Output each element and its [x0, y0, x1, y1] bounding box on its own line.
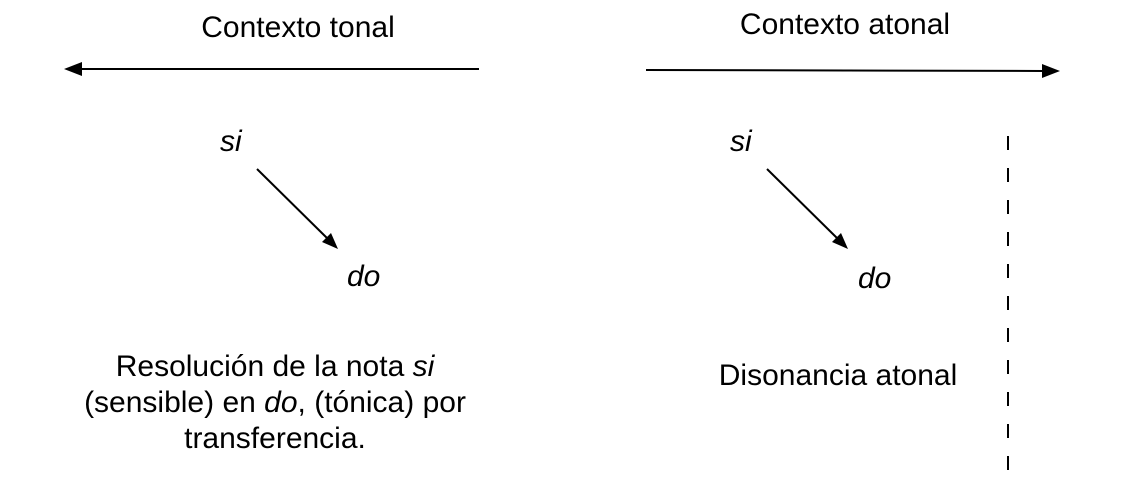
tonal-caption-line3: transferencia.: [184, 422, 366, 455]
tonal-caption-line2: (sensible) en do, (tónica) por: [84, 386, 466, 419]
atonal-note-do: do: [858, 262, 892, 295]
atonal-context-title: Contexto atonal: [739, 8, 951, 41]
tonal-note-si: si: [220, 125, 242, 158]
arrow-atonal-direction: [645, 64, 1060, 78]
tonal-context-title: Contexto tonal: [201, 11, 395, 44]
tonal-caption: Resolución de la nota si (sensible) en d…: [84, 349, 466, 457]
atonal-caption: Disonancia atonal: [718, 359, 958, 392]
arrow-tonal-resolution: [256, 168, 338, 249]
arrow-tonal-direction: [64, 62, 479, 76]
tonal-caption-line1: Resolución de la nota si: [115, 350, 435, 383]
atonal-note-si: si: [730, 125, 752, 158]
tonal-note-do: do: [347, 260, 381, 293]
arrow-atonal-resolution: [766, 168, 848, 249]
